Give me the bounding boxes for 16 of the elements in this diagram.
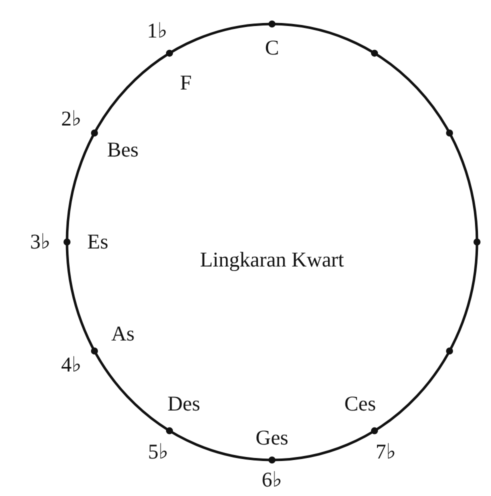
diagram-title: Lingkaran Kwart [200, 248, 344, 272]
key-name-label: Bes [107, 138, 139, 163]
flat-count-label: 6♭ [262, 467, 282, 492]
key-name-label: Ges [256, 426, 288, 451]
key-name-label: Ces [344, 392, 376, 417]
key-name-label: Es [87, 230, 108, 254]
flat-count-label: 3♭ [30, 230, 51, 254]
key-name-label: Des [168, 392, 200, 417]
key-name-label: As [111, 321, 135, 346]
flat-count-label: 5♭ [148, 439, 168, 464]
flat-count-label: 1♭ [146, 18, 168, 44]
flat-count-label: 7♭ [376, 439, 396, 464]
flat-count-label: 4♭ [61, 352, 82, 378]
key-name-label: C [265, 35, 279, 60]
flat-count-label: 2♭ [61, 106, 82, 132]
key-name-label: F [180, 70, 192, 96]
